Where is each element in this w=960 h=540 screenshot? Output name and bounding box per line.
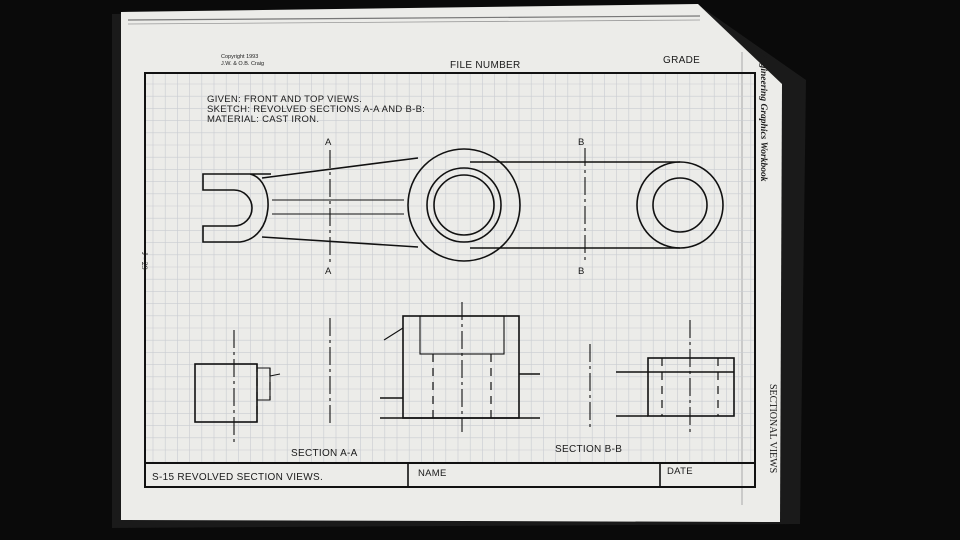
clevis-leader xyxy=(269,373,281,377)
central-hub-boss xyxy=(426,167,502,243)
arm-upper-edge xyxy=(261,157,419,179)
cutting-plane-b-bottom-label: B xyxy=(578,266,585,277)
cutting-plane-a-bottom-label: A xyxy=(325,266,332,277)
end-boss-front-body xyxy=(647,357,735,417)
arm-lower-edge xyxy=(261,236,419,248)
cutting-plane-b-top-label: B xyxy=(578,137,585,148)
cutting-plane-a-top-label: A xyxy=(325,137,332,148)
top-view xyxy=(202,148,724,262)
title-block-date-label: DATE xyxy=(667,466,693,477)
workbook-title: Engineering Graphics Workbook xyxy=(758,52,768,182)
title-block-title: S-15 REVOLVED SECTION VIEWS. xyxy=(152,472,324,483)
end-boss-bore xyxy=(652,177,708,233)
title-block-name-label: NAME xyxy=(418,468,447,479)
copyright-line-2: J.W. & O.B. Craig xyxy=(221,61,265,67)
header-rule-2 xyxy=(127,19,701,25)
grade-label: GRADE xyxy=(663,55,701,66)
section-bb-label: SECTION B-B xyxy=(555,444,623,455)
central-hub-outer xyxy=(407,148,521,262)
page-number: J - 29 xyxy=(140,252,149,270)
clevis-fork xyxy=(202,173,271,243)
hub-arm-edges xyxy=(380,373,540,419)
header-rule xyxy=(127,15,701,21)
given-line-2: SKETCH: REVOLVED SECTIONS A-A AND B-B: xyxy=(207,104,426,115)
front-view xyxy=(194,302,735,442)
worksheet-paper xyxy=(121,4,782,522)
end-boss-outer xyxy=(636,161,724,249)
drawing-grid xyxy=(146,74,754,463)
file-number-label: FILE NUMBER xyxy=(450,60,521,71)
section-aa-label: SECTION A-A xyxy=(291,448,358,459)
copyright-line-1: Copyright 1993 xyxy=(221,54,259,60)
drawing-border xyxy=(144,72,756,488)
chapter-title: SECTIONAL VIEWS xyxy=(767,384,778,474)
given-line-3: MATERIAL: CAST IRON. xyxy=(207,114,320,125)
hub-leader xyxy=(383,327,404,341)
central-hub-bore xyxy=(433,174,495,236)
given-line-1: GIVEN: FRONT AND TOP VIEWS. xyxy=(207,94,363,105)
